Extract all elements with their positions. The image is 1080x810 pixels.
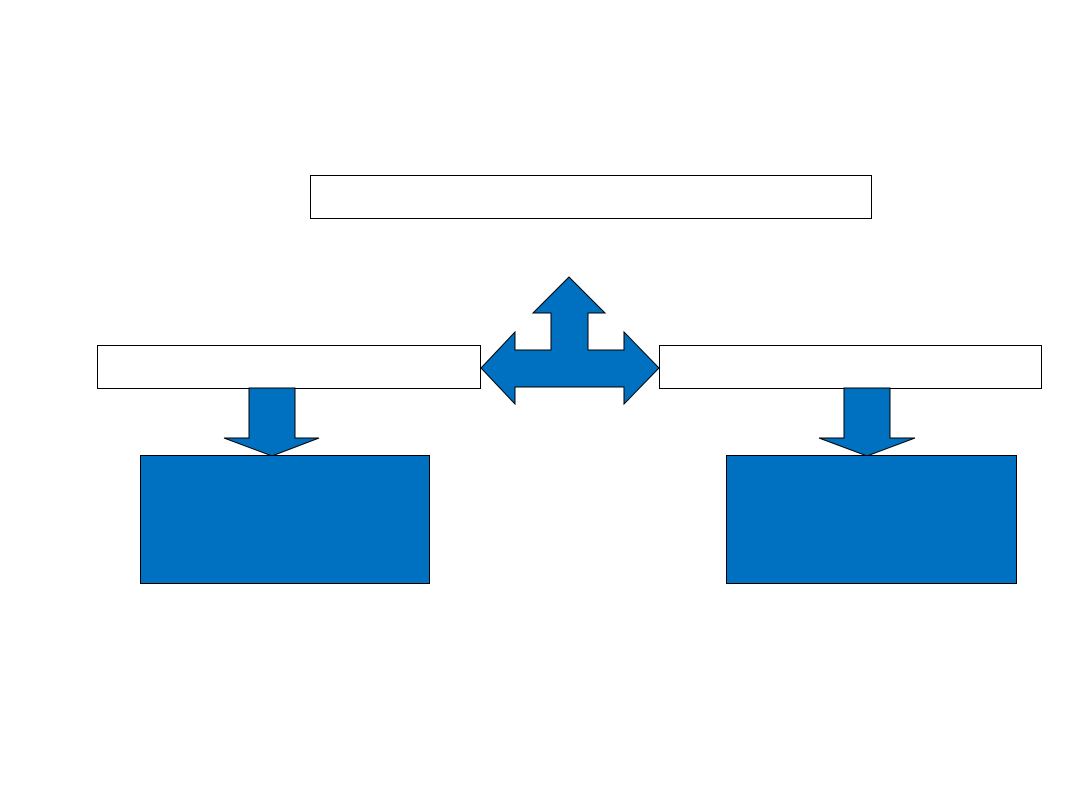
right-down-arrow-icon <box>818 387 916 457</box>
top-box <box>310 175 872 219</box>
left-down-arrow-icon <box>223 387 320 457</box>
left-box <box>97 345 481 389</box>
right-block <box>726 455 1017 584</box>
three-way-arrow-icon <box>480 276 660 406</box>
left-block <box>140 455 430 584</box>
